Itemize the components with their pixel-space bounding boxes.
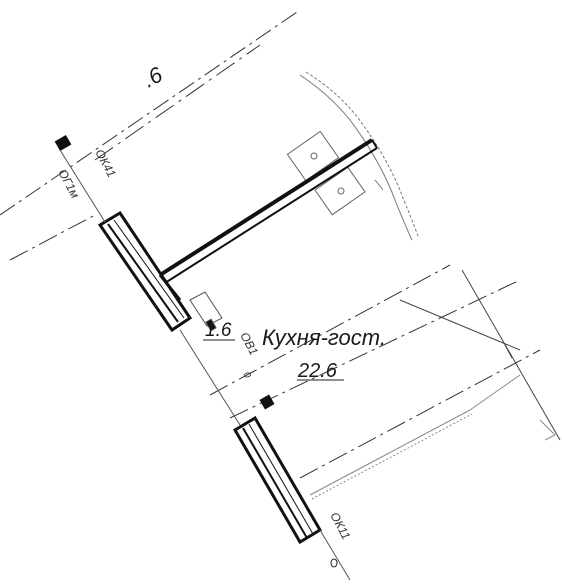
wall-lower-thin <box>179 329 241 426</box>
exterior-wall-upper <box>54 134 193 333</box>
sink-bowl-2 <box>314 166 366 216</box>
sink-bowl-1 <box>286 130 340 182</box>
wall-upper-thin <box>59 149 106 223</box>
door-label-ob1: ОВ1 <box>237 330 261 358</box>
wall-upper-cap <box>54 134 72 152</box>
hatch-line-1 <box>309 409 471 496</box>
marker-circle <box>330 558 338 568</box>
wall-lower-tail <box>319 529 351 581</box>
dimension-line-segment <box>399 299 521 351</box>
exterior-wall-lower <box>179 329 351 581</box>
wall-diag-end <box>371 139 378 149</box>
window-label-ok11: ОК11 <box>327 510 353 542</box>
countertop <box>299 71 419 241</box>
sink-fixture <box>286 130 366 216</box>
wall-diag-inner <box>164 147 378 284</box>
countertop-mark <box>374 179 384 191</box>
room-name: Кухня-гост. <box>262 325 386 350</box>
sink-drain-2 <box>337 187 345 195</box>
axis-line-left <box>9 214 96 261</box>
hatch-line-3 <box>469 374 521 411</box>
window-label-ok41: ОК41 <box>92 147 118 180</box>
room-area: 22.6 <box>297 360 338 382</box>
axis-lines <box>0 9 541 479</box>
dimension-extension <box>461 269 561 441</box>
wall-lower-core-2 <box>248 423 314 535</box>
axis-line-upper <box>0 9 301 216</box>
dimension-line <box>399 269 561 441</box>
door-frame-block <box>205 318 217 332</box>
wall-lower-cap <box>259 394 275 410</box>
axis-line-middle-2 <box>229 279 521 419</box>
wall-upper-outline <box>97 210 193 333</box>
door-frame-outline <box>189 291 223 327</box>
axis-line-middle <box>209 264 451 396</box>
axis-line-upper-2 <box>94 44 261 161</box>
hatched-zone <box>309 374 556 500</box>
sink-drain-1 <box>310 152 318 160</box>
door-label-og1m: ОГ1м <box>55 167 82 201</box>
hatch-corner <box>539 419 556 441</box>
wall-upper-core <box>107 223 179 323</box>
small-room-area: 1.6 <box>205 320 232 341</box>
door-frame <box>189 291 223 332</box>
wall-lower-core <box>242 427 308 539</box>
top-dimension-text: .6 <box>139 61 168 92</box>
marker-zero: 0 <box>240 370 253 380</box>
countertop-outer <box>299 74 413 241</box>
interior-wall <box>158 138 378 301</box>
axis-line-lower <box>299 349 541 479</box>
wall-upper-core-2 <box>113 219 185 319</box>
hatch-line-2 <box>311 413 473 500</box>
countertop-inner <box>305 71 419 237</box>
wall-diag-outer <box>158 138 374 277</box>
